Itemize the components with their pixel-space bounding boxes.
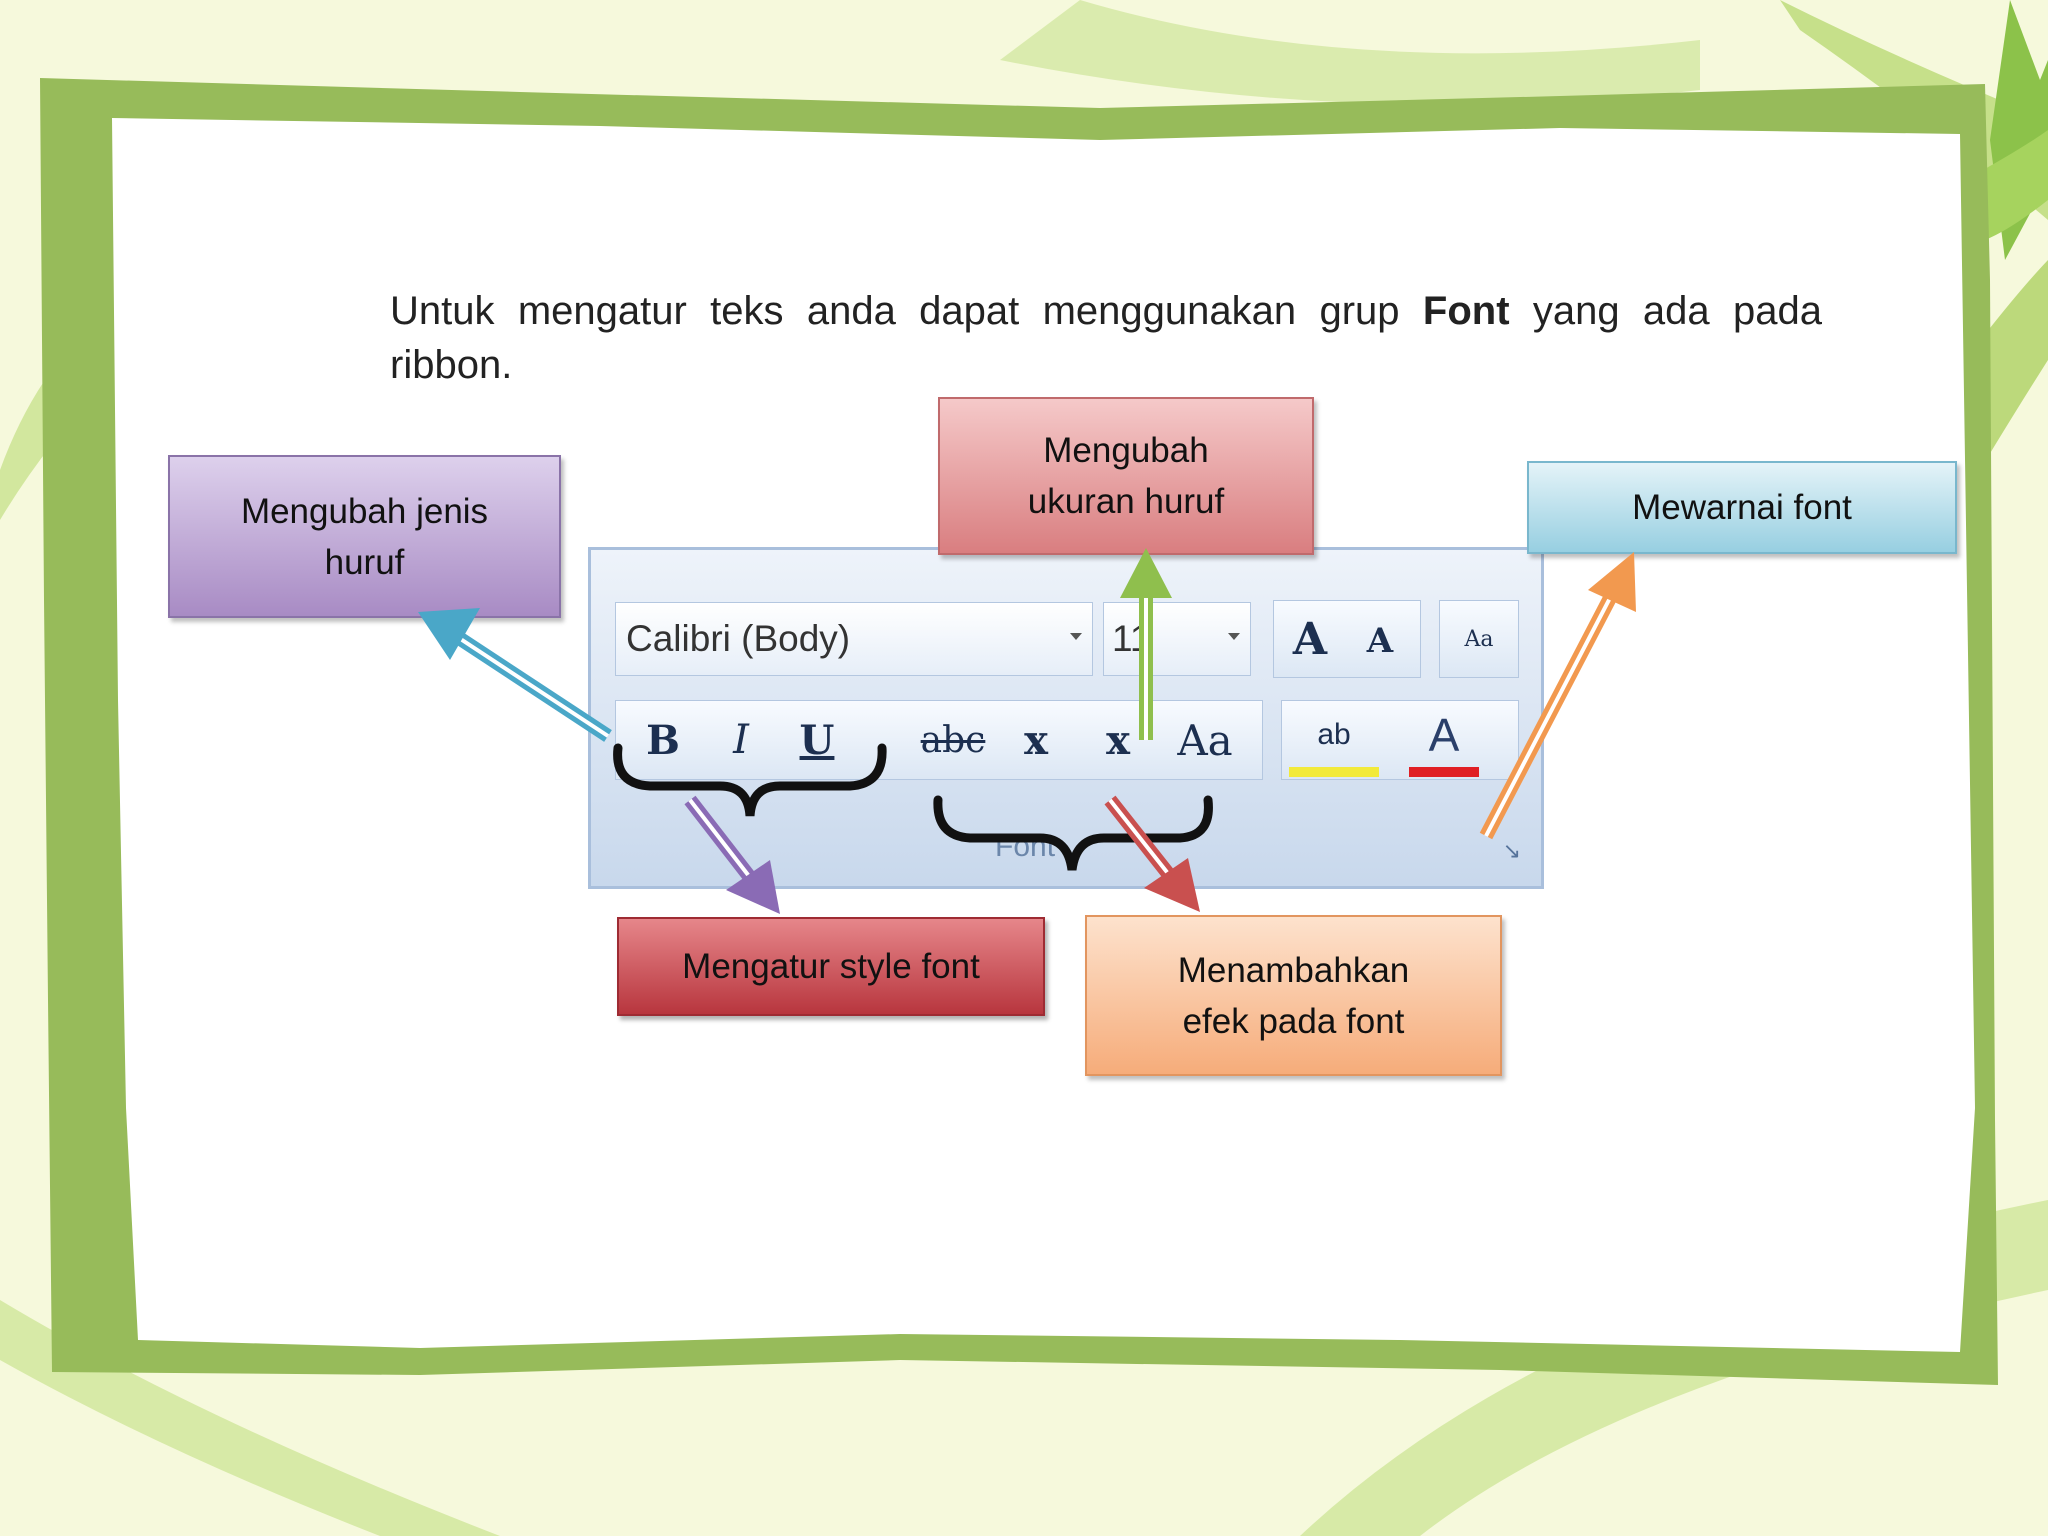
intro-text-1: Untuk mengatur teks anda dapat menggunak…: [390, 289, 1423, 333]
intro-text-bold: Font: [1422, 289, 1510, 333]
bold-icon: B: [646, 716, 680, 764]
shrink-font-icon: A: [1366, 621, 1394, 661]
font-size-combobox[interactable]: 11: [1103, 602, 1251, 676]
callout-font-type: Mengubah jenis huruf: [168, 455, 561, 618]
change-case-icon: Aa: [1177, 715, 1233, 765]
bold-button[interactable]: B: [633, 703, 693, 777]
callout-font-size-line1: Mengubah: [1043, 431, 1209, 470]
callout-font-size-line2: ukuran huruf: [1027, 482, 1225, 521]
font-name-value: Calibri (Body): [626, 618, 851, 659]
callout-font-effects: Menambahkan efek pada font: [1085, 915, 1502, 1076]
callout-font-color-text: Mewarnai font: [1632, 488, 1852, 527]
subscript-icon: x: [1024, 716, 1048, 764]
superscript-button[interactable]: x: [1085, 703, 1151, 777]
underline-icon: U: [799, 716, 835, 764]
callout-font-style-text: Mengatur style font: [682, 947, 980, 986]
callout-font-style: Mengatur style font: [617, 917, 1045, 1016]
font-name-combobox[interactable]: Calibri (Body): [615, 602, 1093, 676]
font-color-icon: A: [1428, 709, 1460, 761]
font-color-button[interactable]: A: [1409, 703, 1479, 777]
color-buttons-row: [1281, 700, 1519, 780]
change-case-button[interactable]: Aa: [1165, 703, 1245, 777]
clear-formatting-button[interactable]: Aa: [1443, 604, 1515, 674]
chevron-down-icon: [1070, 633, 1082, 640]
highlight-color-button[interactable]: ab: [1289, 703, 1379, 777]
dialog-launcher-icon[interactable]: ↘: [1502, 838, 1521, 863]
strikethrough-button[interactable]: abc: [913, 703, 993, 777]
grow-font-button[interactable]: A: [1277, 602, 1343, 676]
highlighter-icon: ab: [1317, 718, 1351, 751]
callout-font-effects-line1: Menambahkan: [1177, 950, 1410, 990]
strikethrough-icon: abc: [920, 719, 986, 761]
clear-formatting-icon: Aa: [1464, 626, 1494, 652]
grow-font-icon: A: [1292, 613, 1328, 665]
intro-paragraph: Untuk mengatur teks anda dapat menggunak…: [390, 284, 1822, 392]
intro-text-2: yang ada pada ribbon.: [390, 289, 1822, 387]
subscript-button[interactable]: x: [1003, 703, 1069, 777]
superscript-icon: x: [1106, 716, 1130, 764]
chevron-down-icon: [1228, 633, 1240, 640]
grow-shrink-group: [1273, 600, 1421, 678]
callout-font-type-line1: Mengubah jenis: [240, 491, 489, 531]
ribbon-font-group: Calibri (Body) 11 A A Aa B I U abc x x A…: [588, 547, 1544, 889]
callout-font-type-line2: huruf: [324, 542, 405, 582]
ribbon-group-label: Font: [995, 830, 1056, 863]
underline-button[interactable]: U: [787, 703, 847, 777]
callout-font-effects-line2: efek pada font: [1182, 1001, 1405, 1041]
callout-font-color: Mewarnai font: [1527, 461, 1957, 554]
shrink-font-button[interactable]: A: [1347, 606, 1413, 676]
callout-font-size: Mengubah ukuran huruf: [938, 397, 1314, 555]
italic-button[interactable]: I: [711, 703, 771, 777]
font-size-value: 11: [1112, 618, 1151, 659]
italic-icon: I: [733, 717, 749, 763]
